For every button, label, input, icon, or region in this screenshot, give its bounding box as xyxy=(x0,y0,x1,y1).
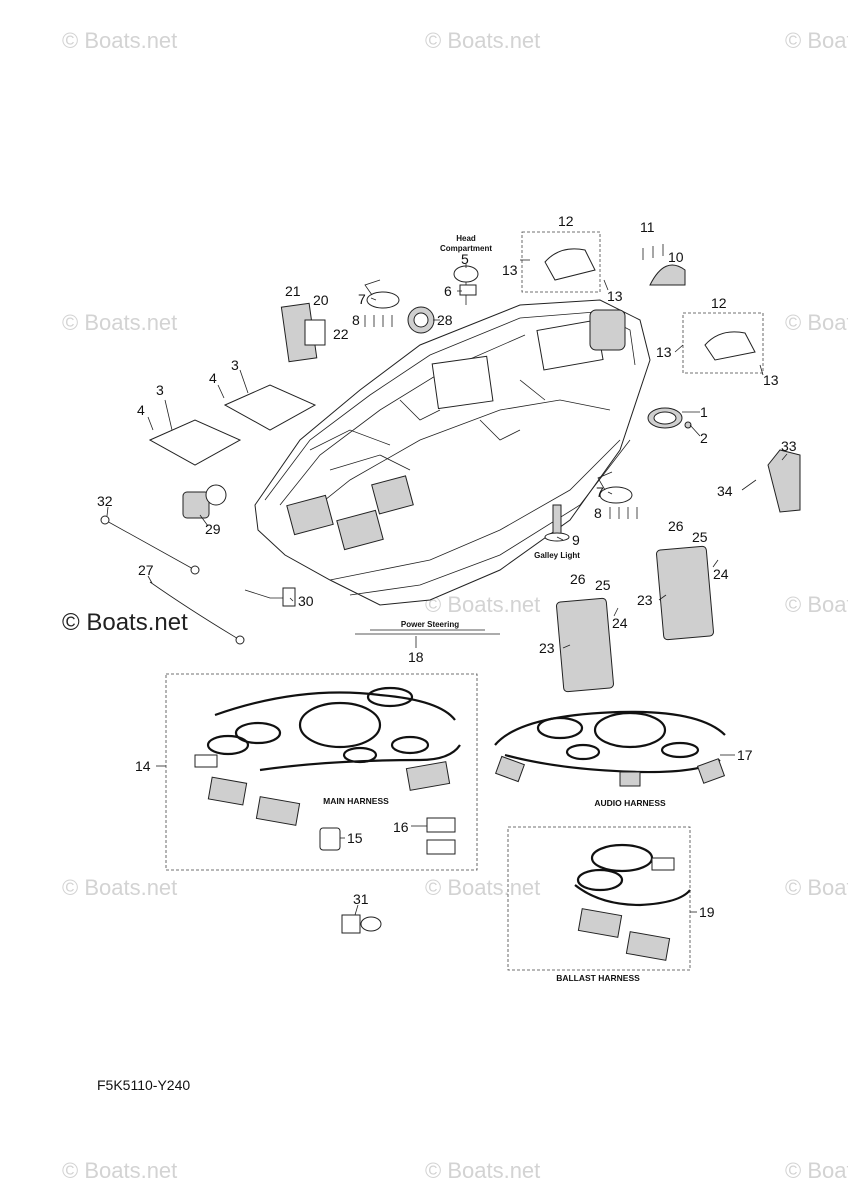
leader-lines xyxy=(106,259,788,916)
callout-23: 23 xyxy=(637,592,653,608)
callout-25: 25 xyxy=(692,529,708,545)
callout-18: 18 xyxy=(408,649,424,665)
callout-8: 8 xyxy=(594,505,602,521)
label-main-harness: MAIN HARNESS xyxy=(323,796,389,806)
callout-13: 13 xyxy=(763,372,779,388)
callout-1: 1 xyxy=(700,404,708,420)
label-head-compartment: Head xyxy=(456,234,476,243)
callout-12: 12 xyxy=(558,213,574,229)
watermark: © Boats.net xyxy=(785,28,848,53)
callout-20: 20 xyxy=(313,292,329,308)
label-power-steering: Power Steering xyxy=(401,620,459,629)
callout-29: 29 xyxy=(205,521,221,537)
callout-7: 7 xyxy=(596,484,604,500)
callout-33: 33 xyxy=(781,438,797,454)
callout-25: 25 xyxy=(595,577,611,593)
watermark: © Boats.net xyxy=(425,1158,540,1183)
small-parts xyxy=(100,231,801,934)
callout-34: 34 xyxy=(717,483,733,499)
callout-26: 26 xyxy=(668,518,684,534)
callout-7: 7 xyxy=(358,291,366,307)
callout-9: 9 xyxy=(572,532,580,548)
callout-6: 6 xyxy=(444,283,452,299)
ballast-harness-box xyxy=(507,826,691,971)
callout-32: 32 xyxy=(97,493,113,509)
callout-17: 17 xyxy=(737,747,753,763)
callout-10: 10 xyxy=(668,249,684,265)
main-harness-box xyxy=(165,673,478,871)
watermark: © Boats.net xyxy=(785,1158,848,1183)
callout-14: 14 xyxy=(135,758,151,774)
callout-8: 8 xyxy=(352,312,360,328)
text-labels: Head Compartment Galley Light Power Stee… xyxy=(97,234,666,1093)
callout-12: 12 xyxy=(711,295,727,311)
callout-13: 13 xyxy=(656,344,672,360)
label-audio-harness: AUDIO HARNESS xyxy=(594,798,666,808)
harness-illustrations xyxy=(165,673,726,971)
label-galley-light: Galley Light xyxy=(534,551,580,560)
callout-24: 24 xyxy=(713,566,729,582)
callout-15: 15 xyxy=(347,830,363,846)
watermark-foreground: © Boats.net xyxy=(62,609,188,636)
callout-13: 13 xyxy=(502,262,518,278)
callout-23: 23 xyxy=(539,640,555,656)
callout-22: 22 xyxy=(333,326,349,342)
callout-3: 3 xyxy=(231,357,239,373)
callout-27: 27 xyxy=(138,562,154,578)
callout-numbers: 1 2 3 3 4 4 5 6 7 7 8 8 9 10 11 12 12 13… xyxy=(97,213,797,920)
callout-5: 5 xyxy=(461,251,469,267)
callout-11: 11 xyxy=(640,219,655,235)
callout-21: 21 xyxy=(285,283,301,299)
callout-4: 4 xyxy=(209,370,217,386)
watermark: © Boats.net xyxy=(785,592,848,617)
watermark: © Boats.net xyxy=(62,875,177,900)
callout-13: 13 xyxy=(607,288,623,304)
callout-2: 2 xyxy=(700,430,708,446)
watermark: © Boats.net xyxy=(425,875,540,900)
boat-hull-illustration xyxy=(254,299,651,606)
callout-3: 3 xyxy=(156,382,164,398)
watermark: © Boats.net xyxy=(425,28,540,53)
callout-24: 24 xyxy=(612,615,628,631)
drawing-code: F5K5110-Y240 xyxy=(97,1077,190,1093)
callout-16: 16 xyxy=(393,819,409,835)
callout-31: 31 xyxy=(353,891,369,907)
callout-26: 26 xyxy=(570,571,586,587)
watermark: © Boats.net xyxy=(62,310,177,335)
label-ballast-harness: BALLAST HARNESS xyxy=(556,973,640,983)
callout-4: 4 xyxy=(137,402,145,418)
watermark: © Boats.net xyxy=(425,592,540,617)
watermark: © Boats.net xyxy=(62,28,177,53)
watermark: © Boats.net xyxy=(785,310,848,335)
watermark: © Boats.net xyxy=(62,1158,177,1183)
watermark: © Boats.net xyxy=(785,875,848,900)
callout-28: 28 xyxy=(437,312,453,328)
label-head-compartment: Compartment xyxy=(440,244,492,253)
callout-19: 19 xyxy=(699,904,715,920)
callout-30: 30 xyxy=(298,593,314,609)
watermarks: © Boats.net © Boats.net © Boats.net © Bo… xyxy=(62,28,848,1183)
